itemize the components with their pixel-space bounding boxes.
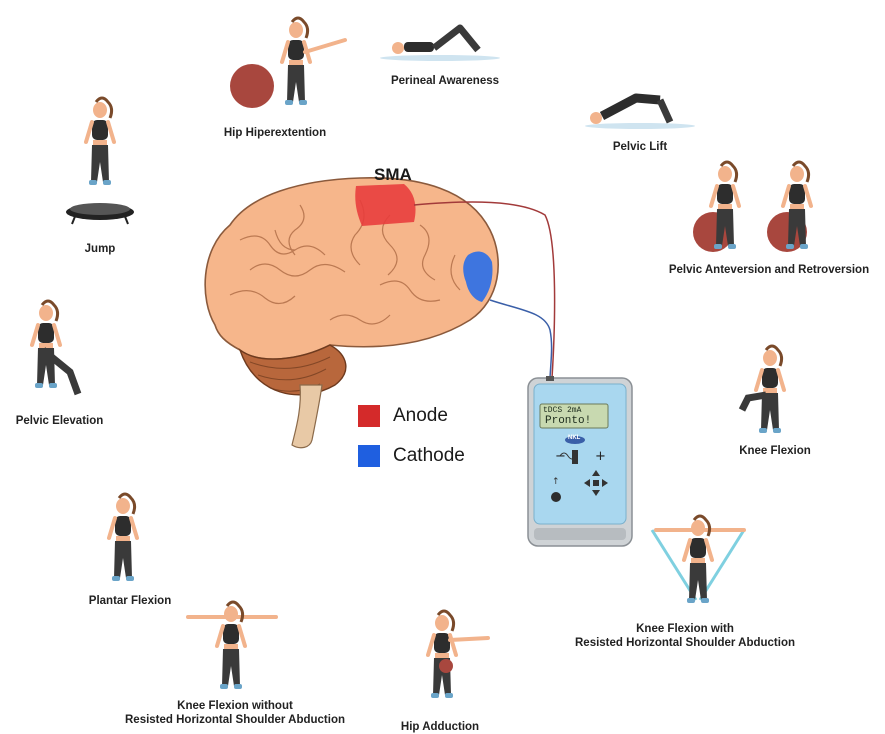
perineal-awareness-figure (380, 24, 500, 61)
label-hip-adduction: Hip Adduction (400, 721, 480, 733)
lcd-screen (539, 403, 609, 429)
brain-illustration (204, 177, 499, 449)
anode-electrode (355, 184, 416, 226)
pelvic-elevation-figure (30, 299, 82, 396)
knee-flexion-figure (738, 344, 786, 435)
label-pelvic-lift: Pelvic Lift (612, 141, 668, 153)
hip-adduction-figure (426, 609, 490, 700)
pelvic-lift-figure (585, 93, 695, 129)
lcd-line1: tDCS 2mA (543, 406, 582, 415)
label-pelvic-elevation: Pelvic Elevation (15, 415, 104, 427)
label-hip-hiperextention: Hip Hiperextention (223, 127, 327, 139)
label-pelvic-anteversion: Pelvic Anteversion and Retroversion (668, 264, 870, 276)
power-icon (551, 492, 561, 502)
anode-legend-label: Anode (393, 405, 448, 426)
arrow-right-icon (602, 479, 608, 487)
device-logo-badge (565, 436, 585, 444)
anode-wire (413, 201, 556, 379)
cathode-electrode (463, 251, 493, 302)
arrow-up-icon (592, 470, 600, 476)
cathode-swatch (358, 445, 380, 467)
jump-figure (66, 96, 134, 225)
label-knee-flexion: Knee Flexion (739, 445, 811, 457)
cathode-wire (489, 299, 553, 379)
knee-flexion-resisted-figure (650, 514, 746, 605)
plantar-flexion-figure (107, 492, 139, 583)
ok-button-icon (593, 480, 599, 486)
tdcs-device: − + ↑ (527, 376, 633, 547)
label-knee-flexion-without: Knee Flexion without Resisted Horizontal… (125, 700, 345, 726)
label-plantar-flexion: Plantar Flexion (88, 595, 172, 607)
lcd-line2: Pronto! (545, 415, 592, 427)
label-knee-flexion-with: Knee Flexion with Resisted Horizontal Sh… (575, 623, 795, 649)
hip-hiperextention-figure (230, 16, 347, 108)
pelvic-anteversion-figure (693, 160, 813, 252)
minus-icon: − (555, 449, 566, 464)
device-logo: NKL (568, 435, 581, 441)
arrow-down-icon (592, 490, 600, 496)
info-icon: ↑ (552, 477, 560, 487)
plus-icon: + (595, 449, 606, 464)
anode-swatch (358, 405, 380, 427)
knee-flexion-without-figure (186, 600, 278, 691)
cathode-legend-label: Cathode (393, 445, 465, 466)
arrow-left-icon (584, 479, 590, 487)
wave-icon (559, 452, 577, 460)
label-jump: Jump (84, 243, 116, 255)
label-perineal-awareness: Perineal Awareness (390, 75, 500, 87)
sma-label: SMA (374, 165, 412, 184)
